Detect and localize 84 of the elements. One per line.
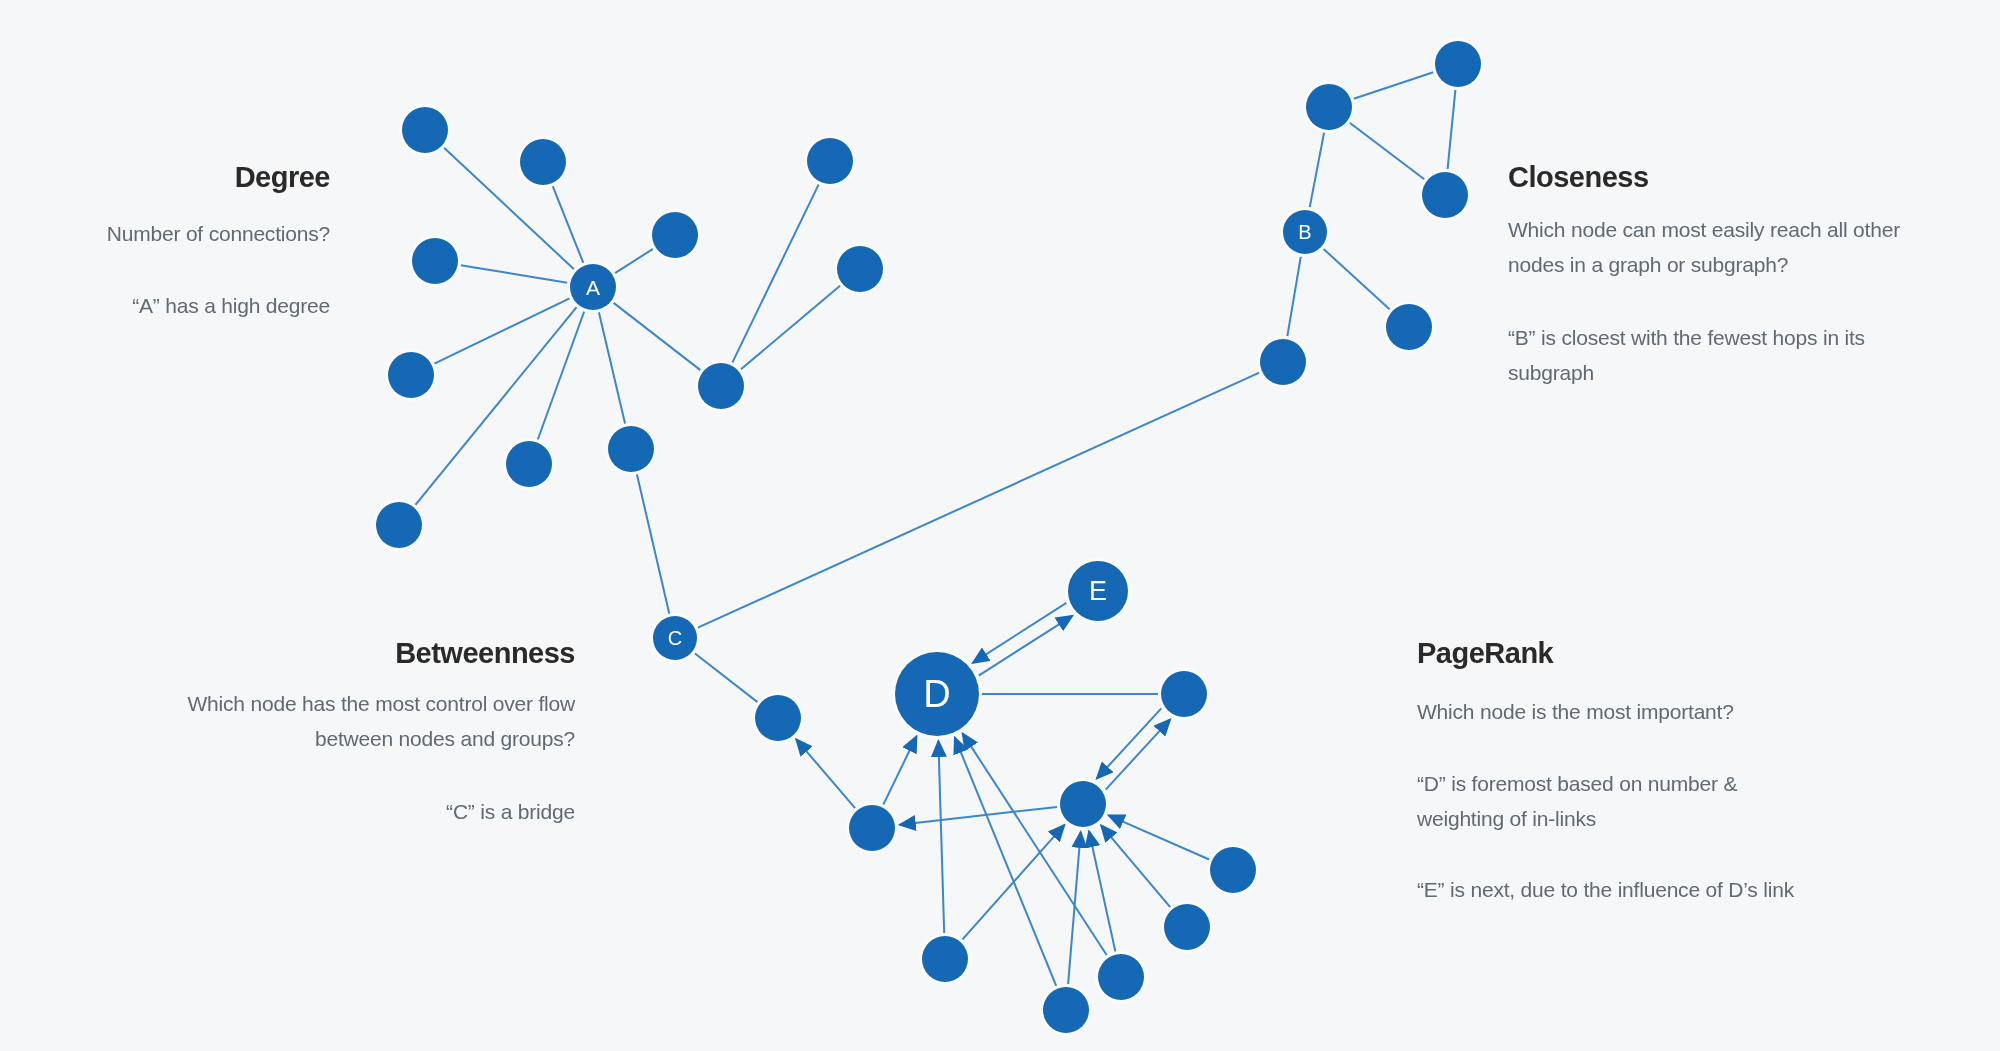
node-letter: B	[1298, 222, 1312, 242]
description-text: Which node is the most important?	[1417, 699, 1735, 725]
graph-node	[849, 805, 895, 851]
graph-node	[520, 139, 566, 185]
description-text: “A” has a high degree	[131, 293, 330, 319]
description-text: Number of connections?	[105, 221, 330, 247]
graph-node	[652, 212, 698, 258]
node-letter: C	[667, 628, 683, 648]
description-text: “D” is foremost based on number & weighting of in-links	[1417, 771, 1739, 832]
connector-line	[1446, 88, 1457, 171]
graph-node	[653, 616, 697, 660]
section-heading: Closeness	[1508, 160, 1650, 195]
connector-line	[612, 301, 702, 372]
connector-line	[1352, 71, 1435, 100]
graph-node	[1098, 954, 1144, 1000]
node-letter: D	[923, 675, 951, 713]
graph-node	[1435, 41, 1481, 87]
arrow	[794, 737, 857, 810]
graph-node	[837, 246, 883, 292]
connector-line	[731, 183, 820, 364]
connector-line	[1308, 131, 1326, 209]
graph-node	[755, 695, 801, 741]
arrow	[953, 735, 1058, 987]
description-text: Which node has the most control over flow between nodes and groups?	[186, 691, 575, 752]
connector-line	[981, 693, 1159, 695]
graph-node	[1161, 671, 1207, 717]
connector-line	[1322, 247, 1391, 311]
graph-node	[1164, 904, 1210, 950]
graph-node	[376, 502, 422, 548]
graph-node	[412, 238, 458, 284]
connector-line	[551, 185, 585, 264]
graph-node	[1306, 84, 1352, 130]
arrow	[961, 823, 1066, 941]
arrow	[882, 734, 918, 806]
arrow	[1067, 829, 1088, 986]
connector-line	[597, 311, 627, 425]
arrow	[1106, 814, 1211, 861]
graph-node	[1043, 987, 1089, 1033]
graph-node	[1283, 210, 1327, 254]
connector-line	[693, 652, 759, 704]
connector-line	[433, 297, 571, 365]
graph-node	[506, 441, 552, 487]
graph-node	[1210, 847, 1256, 893]
connector-line	[443, 146, 575, 271]
connector-line	[1348, 121, 1426, 181]
graph-node	[388, 352, 434, 398]
section-heading: Degree	[233, 160, 330, 195]
graph-node	[1422, 172, 1468, 218]
graph-node	[608, 426, 654, 472]
arrow	[930, 739, 947, 934]
connector-line	[614, 247, 654, 275]
graph-node	[922, 936, 968, 982]
arrow	[977, 614, 1074, 677]
description-text: “E” is next, due to the influence of D’s link	[1417, 877, 1795, 903]
graph-node	[1260, 339, 1306, 385]
description-text: Which node can most easily reach all other nodes in a graph or subgraph?	[1508, 217, 1901, 278]
arrow	[1104, 717, 1172, 791]
node-letter: E	[1089, 577, 1107, 605]
connector-line	[635, 473, 671, 615]
section-heading: Betweenness	[394, 636, 575, 671]
graph-node	[1386, 304, 1432, 350]
connector-line	[536, 310, 586, 441]
arrow	[1095, 707, 1163, 781]
section-heading: PageRank	[1417, 636, 1555, 671]
graph-node	[1060, 781, 1106, 827]
node-letter: A	[586, 276, 600, 298]
arrow	[897, 805, 1059, 831]
graph-node	[1068, 561, 1128, 621]
arrow	[961, 731, 1108, 957]
graph-node	[698, 363, 744, 409]
graph-node	[402, 107, 448, 153]
connector-line	[739, 284, 842, 371]
arrow	[1099, 823, 1172, 909]
connector-line	[696, 371, 1261, 629]
description-text: “B” is closest with the fewest hops in its subgraph	[1508, 325, 1866, 386]
graph-node	[807, 138, 853, 184]
arrow	[1084, 829, 1117, 953]
graph-node	[895, 652, 979, 736]
description-text: “C” is a bridge	[445, 799, 575, 825]
connector-line	[414, 306, 578, 506]
arrow	[971, 601, 1068, 664]
connector-line	[459, 264, 569, 284]
graph-node	[570, 264, 616, 310]
connector-line	[1286, 255, 1302, 338]
